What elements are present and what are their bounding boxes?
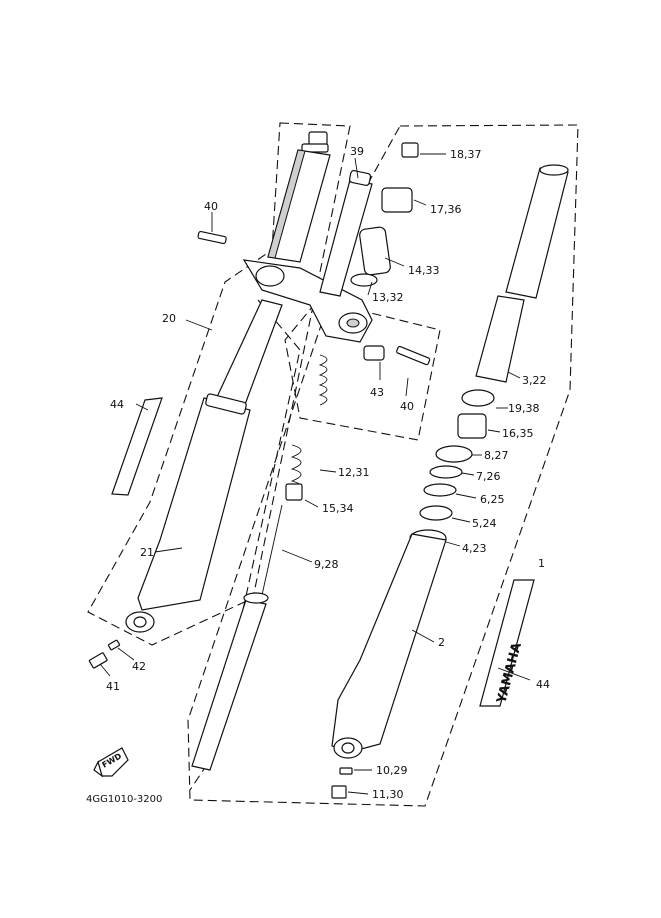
callout-15-34: 15,34: [322, 502, 354, 515]
callout-17-36: 17,36: [430, 203, 462, 216]
drain-bolt-11: [331, 785, 347, 799]
callout-3-22: 3,22: [522, 374, 547, 387]
pinch-bolt-40-right: [396, 345, 431, 366]
axle-bolt-41: [88, 652, 108, 669]
inner-tube-group-outline: [189, 299, 301, 791]
clip-7: [429, 465, 463, 479]
spacer-14: [359, 226, 391, 276]
left-fasteners: [88, 230, 227, 669]
callout-41: 41: [106, 680, 120, 693]
damper-assembly: [191, 354, 328, 771]
callout-16-35: 16,35: [502, 427, 534, 440]
callout-42: 42: [132, 660, 146, 673]
bushing-16: [457, 413, 487, 439]
callout-39: 39: [350, 145, 364, 158]
callout-6-25: 6,25: [480, 493, 505, 506]
seal-5: [419, 505, 453, 521]
triple-clamp-center-hole: [346, 318, 360, 328]
callout-2: 2: [438, 636, 445, 649]
oil-seal-8: [435, 445, 473, 463]
pinch-bolt-40-left: [197, 230, 227, 245]
callout-11-30: 11,30: [372, 788, 404, 801]
callout-8-27: 8,27: [484, 449, 509, 462]
callout-9-28: 9,28: [314, 558, 339, 571]
right-outer-tube-upper: [505, 167, 569, 299]
bushing-19: [461, 389, 495, 407]
yamaha-emblem-44: [479, 579, 535, 707]
left-fork-slider: [137, 397, 251, 611]
steering-stem-top: [348, 170, 372, 186]
callout-40-left: 40: [204, 200, 218, 213]
drain-washer-10: [339, 767, 353, 775]
callout-44-left: 44: [110, 398, 124, 411]
triple-clamp-left-ring: [255, 265, 285, 287]
left-cap-base: [301, 143, 329, 153]
right-outer-tube-mid: [475, 295, 525, 383]
callout-20: 20: [162, 312, 176, 325]
fwd-arrow-icon: FWD: [93, 747, 129, 778]
right-outer-slider-2: [331, 533, 447, 753]
fork-spring-upper: [318, 354, 328, 406]
inner-tube-ring: [243, 592, 269, 604]
washer-42: [107, 639, 121, 651]
callout-13-32: 13,32: [372, 291, 404, 304]
callout-19-38: 19,38: [508, 402, 540, 415]
right-cap-bolt-18: [401, 142, 419, 158]
callout-7-26: 7,26: [476, 470, 501, 483]
fork-guard-left: [111, 397, 163, 496]
left-fork-seal-ring: [205, 393, 247, 415]
washer-13: [350, 273, 378, 287]
callout-4-23: 4,23: [462, 542, 487, 555]
center-tube-group-outline: [284, 299, 441, 441]
inner-tube-left: [191, 599, 267, 771]
callout-1: 1: [538, 557, 545, 570]
callout-43: 43: [370, 386, 384, 399]
callout-18-37: 18,37: [450, 148, 482, 161]
callout-21: 21: [140, 546, 154, 559]
left-fork-assembly: [111, 131, 373, 633]
callout-labels: 1 2 3,22 4,23 5,24 6,25 7,26 8,27 9,28 1…: [106, 145, 550, 801]
clamp-43: [363, 345, 385, 361]
adjuster-17: [381, 187, 413, 213]
spring-seat-15: [285, 483, 303, 501]
left-upper-tube-shadow: [267, 149, 306, 259]
right-axle-boss-hole: [341, 742, 355, 754]
callout-12-31: 12,31: [338, 466, 370, 479]
washer-6: [423, 483, 457, 497]
callout-40-right: 40: [400, 400, 414, 413]
callout-5-24: 5,24: [472, 517, 497, 530]
right-tube-top: [539, 164, 569, 176]
part-code: 4GG1010-3200: [86, 794, 162, 805]
leader-lines: [99, 153, 531, 795]
callout-10-29: 10,29: [376, 764, 408, 777]
callout-14-33: 14,33: [408, 264, 440, 277]
left-axle-boss-hole: [133, 616, 147, 628]
callout-44-right: 44: [536, 678, 550, 691]
